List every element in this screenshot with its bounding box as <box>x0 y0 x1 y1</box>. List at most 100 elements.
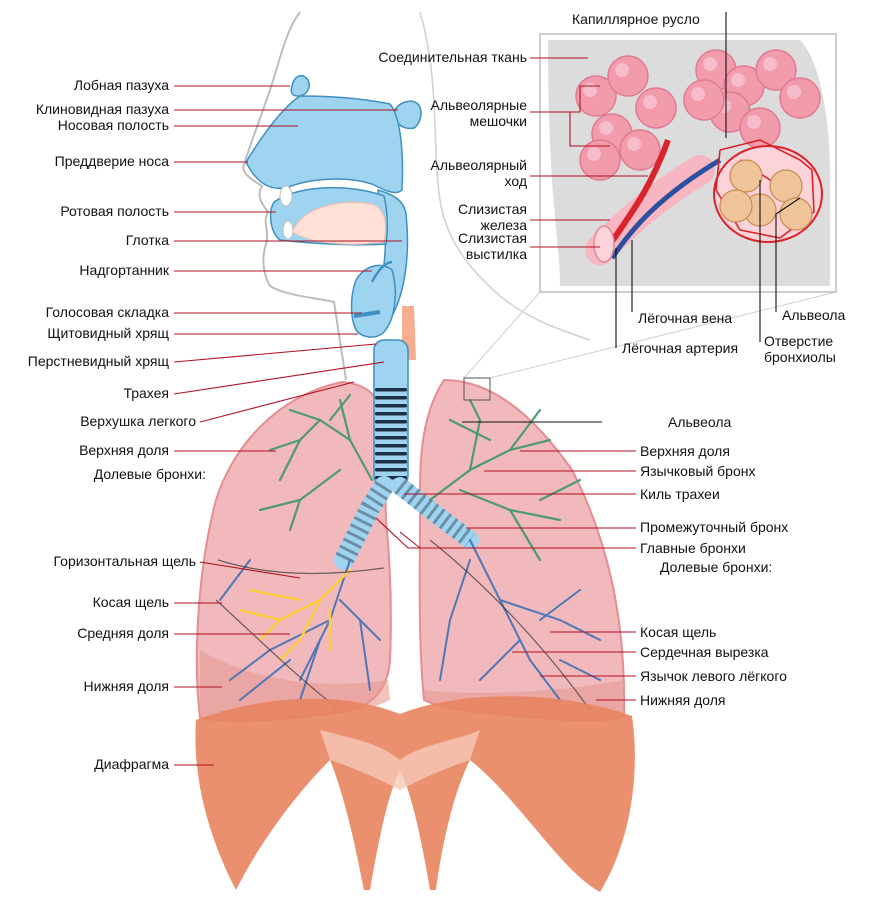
alveolar-sac <box>635 87 677 129</box>
label-mucous-lining-line1: Слизистая <box>458 230 527 246</box>
label-upper-lobe-right: Верхняя доля <box>79 442 169 458</box>
capillary-vessel <box>759 139 801 161</box>
right-middle-tree <box>238 568 352 662</box>
label-vocal-fold: Голосовая складка <box>46 304 170 320</box>
alveolar-sac-highlight <box>731 73 745 87</box>
frontal-sinus-shape <box>290 75 310 97</box>
left-lung <box>418 378 626 722</box>
labels-left: Лобная пазуха Клиновидная пазуха Носовая… <box>28 77 206 772</box>
label-capillary-bed: Капиллярное русло <box>572 11 700 27</box>
alveolar-sac <box>619 129 661 171</box>
capillary-vessel <box>811 169 815 213</box>
alveolar-sac-highlight <box>583 83 597 97</box>
label-alveolar-sacs-line1: Альвеолярные <box>431 97 528 113</box>
label-lingula: Язычок левого лёгкого <box>640 668 787 684</box>
trachea-ring <box>375 452 407 456</box>
left-oblique-fissure <box>429 539 591 711</box>
alveoli-inset <box>463 33 837 401</box>
label-pulmonary-vein: Лёгочная вена <box>638 310 732 326</box>
alveolus-cell <box>769 169 803 203</box>
trachea-ring <box>375 436 407 440</box>
alveolar-sac <box>683 79 725 121</box>
label-alveolus-inset: Альвеола <box>782 307 846 323</box>
right-upper-tree <box>258 393 374 532</box>
diaphragm-shape <box>195 696 635 892</box>
epiglottis-shape <box>370 260 393 283</box>
trachea-ring <box>375 388 407 392</box>
label-connective-tissue: Соединительная ткань <box>378 49 527 65</box>
trachea-ring <box>375 460 407 464</box>
upper-airway <box>245 75 422 360</box>
labels-inset: Капиллярное русло Соединительная ткань А… <box>378 11 845 365</box>
label-oblique-fissure-left: Косая щель <box>640 624 716 640</box>
alveolar-sac <box>779 77 821 119</box>
trachea-ring <box>375 404 407 408</box>
bronchiole-end <box>593 225 615 263</box>
neck-outline <box>419 11 591 341</box>
label-alveolar-duct-line1: Альвеолярный <box>431 157 528 173</box>
label-bronchiole-opening-line1: Отверстие <box>764 333 833 349</box>
diaphragm-center-shade <box>320 730 480 790</box>
label-mucous-gland-line2: железа <box>480 217 527 233</box>
capillary-vessel <box>799 159 813 171</box>
inset-connector-1 <box>463 291 541 379</box>
label-sphenoid-sinus: Клиновидная пазуха <box>36 101 169 117</box>
label-pulmonary-artery: Лёгочная артерия <box>622 340 738 356</box>
alveolar-sac-highlight <box>615 63 629 77</box>
alveolar-sac <box>739 107 781 149</box>
alveolar-sacs-cluster <box>575 49 821 181</box>
larynx-shape <box>350 264 397 338</box>
label-mucous-gland-line1: Слизистая <box>458 201 527 217</box>
label-carina: Киль трахеи <box>640 486 720 502</box>
left-main-bronchus <box>391 477 479 549</box>
trachea-ring <box>375 420 407 424</box>
trachea-ring <box>375 444 407 448</box>
label-alveolar-sacs-line2: мешочки <box>470 113 527 129</box>
label-frontal-sinus: Лобная пазуха <box>74 77 169 93</box>
palate-bump <box>279 185 293 207</box>
alveolar-sac-highlight <box>763 57 777 71</box>
label-lower-lobe-left: Нижняя доля <box>640 692 725 708</box>
right-horizontal-fissure <box>217 559 385 575</box>
right-bronchus-rings <box>335 480 393 565</box>
label-nasal-cavity: Носовая полость <box>58 117 169 133</box>
label-epiglottis: Надгортанник <box>79 262 169 278</box>
alveolar-sac-highlight <box>587 147 601 161</box>
label-cricoid-cartilage: Перстневидный хрящ <box>28 353 170 369</box>
right-main-bronchus <box>334 476 394 570</box>
sphenoid-sinus-shape <box>393 100 422 130</box>
labels-right: Альвеола Верхняя доля Язычковый бронх Ки… <box>640 414 788 708</box>
label-oblique-fissure-right: Косая щель <box>93 594 169 610</box>
label-nasal-vestibule: Преддверие носа <box>55 153 170 169</box>
alveolar-sac-highlight <box>747 115 761 129</box>
vocal-fold-shape <box>353 310 381 318</box>
label-main-bronchi: Главные бронхи <box>640 540 746 556</box>
label-trachea: Трахея <box>123 385 169 401</box>
trachea-rings <box>375 388 407 480</box>
label-lung-apex: Верхушка легкого <box>80 413 196 429</box>
inset-connector-2 <box>489 291 837 379</box>
label-pharynx: Глотка <box>126 232 169 248</box>
label-bronchiole-opening-line2: бронхиолы <box>764 349 836 365</box>
label-alveolus: Альвеола <box>668 414 732 430</box>
label-diaphragm: Диафрагма <box>94 756 169 772</box>
bronchial-trees <box>219 393 601 701</box>
label-lower-lobe-right: Нижняя доля <box>84 678 169 694</box>
label-alveolar-duct-line2: ход <box>505 173 528 189</box>
alveolar-sac-highlight <box>627 137 641 151</box>
left-lower-tree <box>439 539 601 701</box>
alveolar-sac-highlight <box>691 87 705 101</box>
alveolar-sac-highlight <box>787 85 801 99</box>
trachea-ring <box>375 396 407 400</box>
alveolar-sac-highlight <box>643 95 657 109</box>
alveolar-sac-highlight <box>703 57 717 71</box>
capillary-vessel <box>719 139 761 151</box>
pulmonary-artery-vessel <box>609 157 722 260</box>
label-horizontal-fissure: Горизонтальная щель <box>54 553 196 569</box>
tongue-shape <box>291 201 386 245</box>
label-mucous-lining-line2: выстилка <box>466 246 527 262</box>
alveolar-sac-highlight <box>599 121 613 135</box>
trachea-ring <box>375 428 407 432</box>
label-middle-lobe: Средняя доля <box>77 625 169 641</box>
